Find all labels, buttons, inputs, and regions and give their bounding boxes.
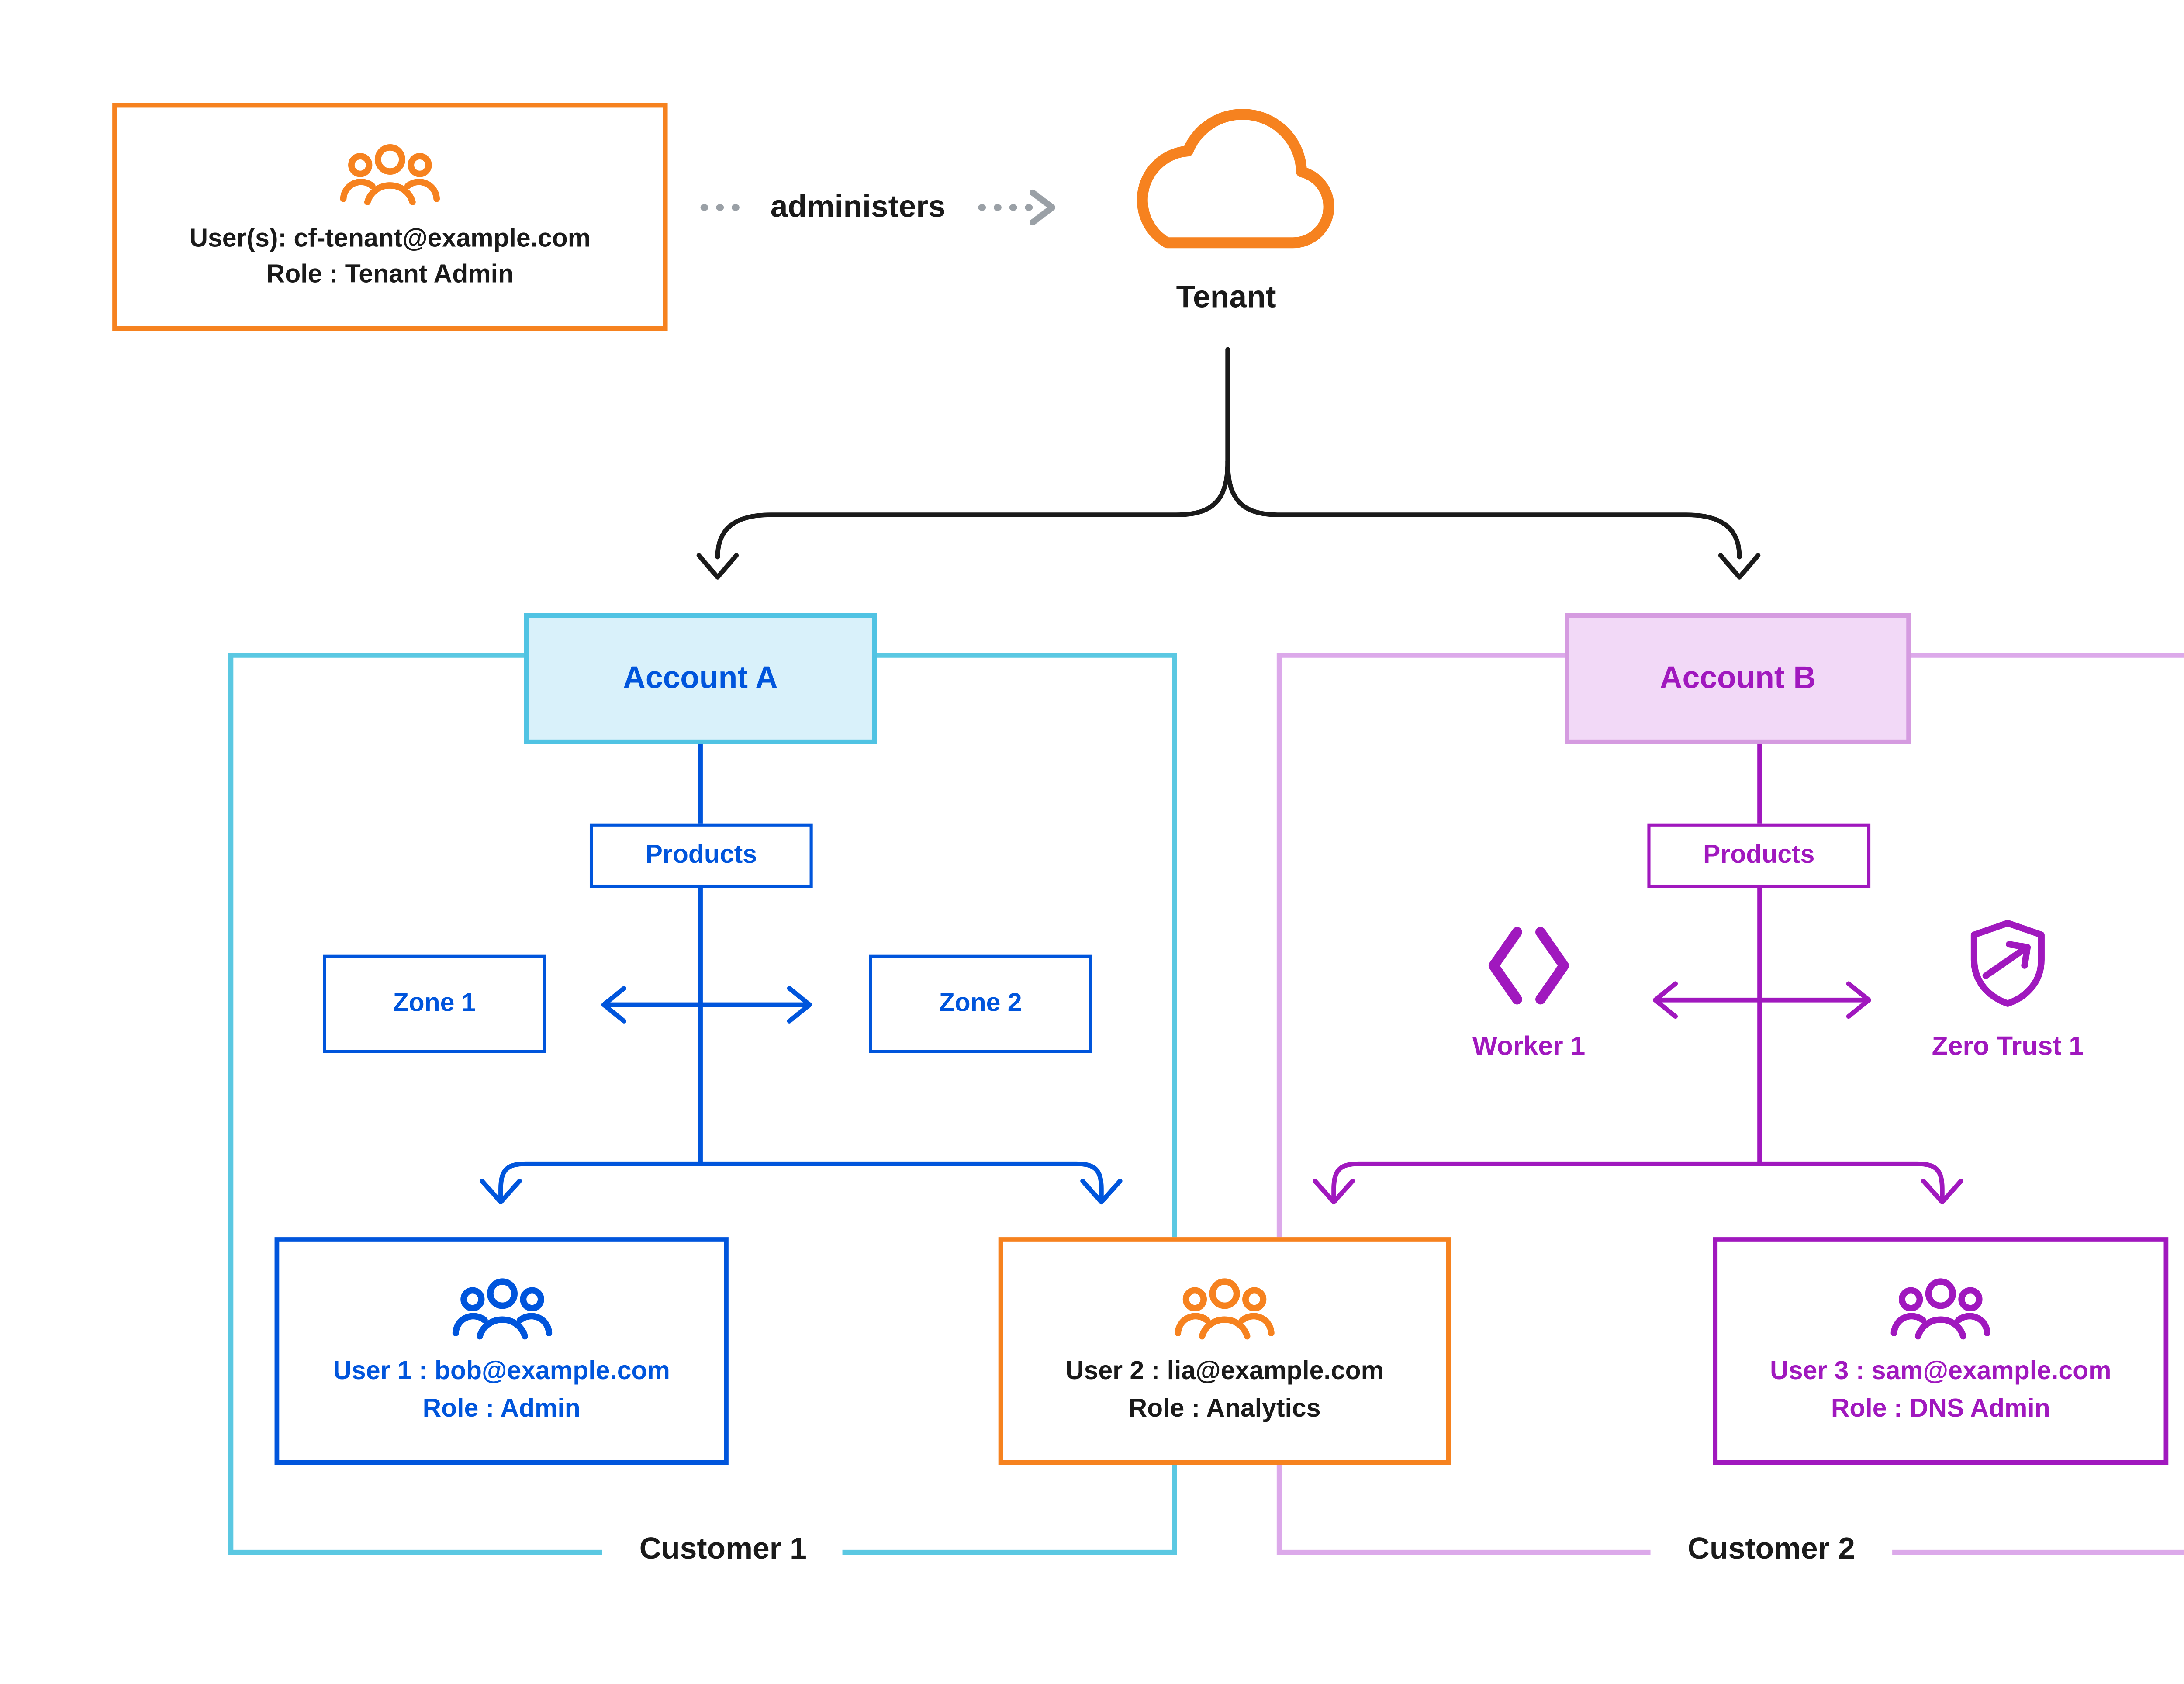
worker-1-label: Worker 1 bbox=[1472, 1031, 1586, 1061]
products-b-box: Products bbox=[1647, 823, 1871, 888]
zero-trust-1-label: Zero Trust 1 bbox=[1932, 1031, 2084, 1061]
tenant-label: Tenant bbox=[1176, 280, 1276, 315]
user-3-role-text: Role : DNS Admin bbox=[1831, 1394, 2050, 1422]
workers-icon bbox=[1488, 927, 1569, 1005]
customer2-bracket bbox=[1276, 653, 2184, 1555]
user-2-role-text: Role : Analytics bbox=[1128, 1394, 1321, 1422]
customer-1-label: Customer 1 bbox=[639, 1532, 807, 1566]
user-3-box: User 3 : sam@example.com Role : DNS Admi… bbox=[1713, 1237, 2169, 1465]
administers-label: administers bbox=[770, 189, 946, 224]
dotted-arrow-icon bbox=[700, 189, 1056, 226]
zero-trust-1-feature: Zero Trust 1 bbox=[1891, 914, 2125, 1062]
users-group-icon bbox=[452, 1278, 552, 1340]
tenant-admin-box: User(s): cf-tenant@example.com Role : Te… bbox=[112, 103, 668, 331]
customer1-bracket bbox=[228, 653, 1177, 1555]
account-b-box: Account B bbox=[1565, 613, 1911, 744]
customer-2-label: Customer 2 bbox=[1687, 1532, 1855, 1566]
user-1-email-text: User 1 : bob@example.com bbox=[333, 1357, 670, 1386]
user-2-box: User 2 : lia@example.com Role : Analytic… bbox=[998, 1237, 1451, 1465]
account-a-box: Account A bbox=[524, 613, 877, 744]
worker-1-feature: Worker 1 bbox=[1412, 920, 1646, 1062]
tenant-cloud bbox=[1095, 90, 1357, 268]
tenant-admin-users-text: User(s): cf-tenant@example.com bbox=[189, 224, 591, 252]
products-a-box: Products bbox=[589, 823, 813, 888]
user-2-email-text: User 2 : lia@example.com bbox=[1065, 1357, 1384, 1386]
account-b-lines bbox=[1313, 742, 1963, 1205]
users-group-icon bbox=[1890, 1278, 1990, 1340]
user-3-email-text: User 3 : sam@example.com bbox=[1770, 1357, 2111, 1386]
account-a-lines bbox=[480, 742, 1123, 1205]
users-group-icon bbox=[1175, 1278, 1275, 1340]
user-1-role-text: Role : Admin bbox=[422, 1394, 581, 1422]
users-group-icon bbox=[340, 143, 440, 205]
user-1-box: User 1 : bob@example.com Role : Admin bbox=[274, 1237, 729, 1465]
zone-2-box: Zone 2 bbox=[869, 954, 1092, 1053]
cloud-icon bbox=[1137, 109, 1334, 249]
shield-arrow-icon bbox=[1970, 920, 2045, 1007]
tenant-branch-lines bbox=[696, 347, 1761, 580]
zone-1-box: Zone 1 bbox=[323, 954, 546, 1053]
tenant-admin-role-text: Role : Tenant Admin bbox=[266, 260, 514, 289]
